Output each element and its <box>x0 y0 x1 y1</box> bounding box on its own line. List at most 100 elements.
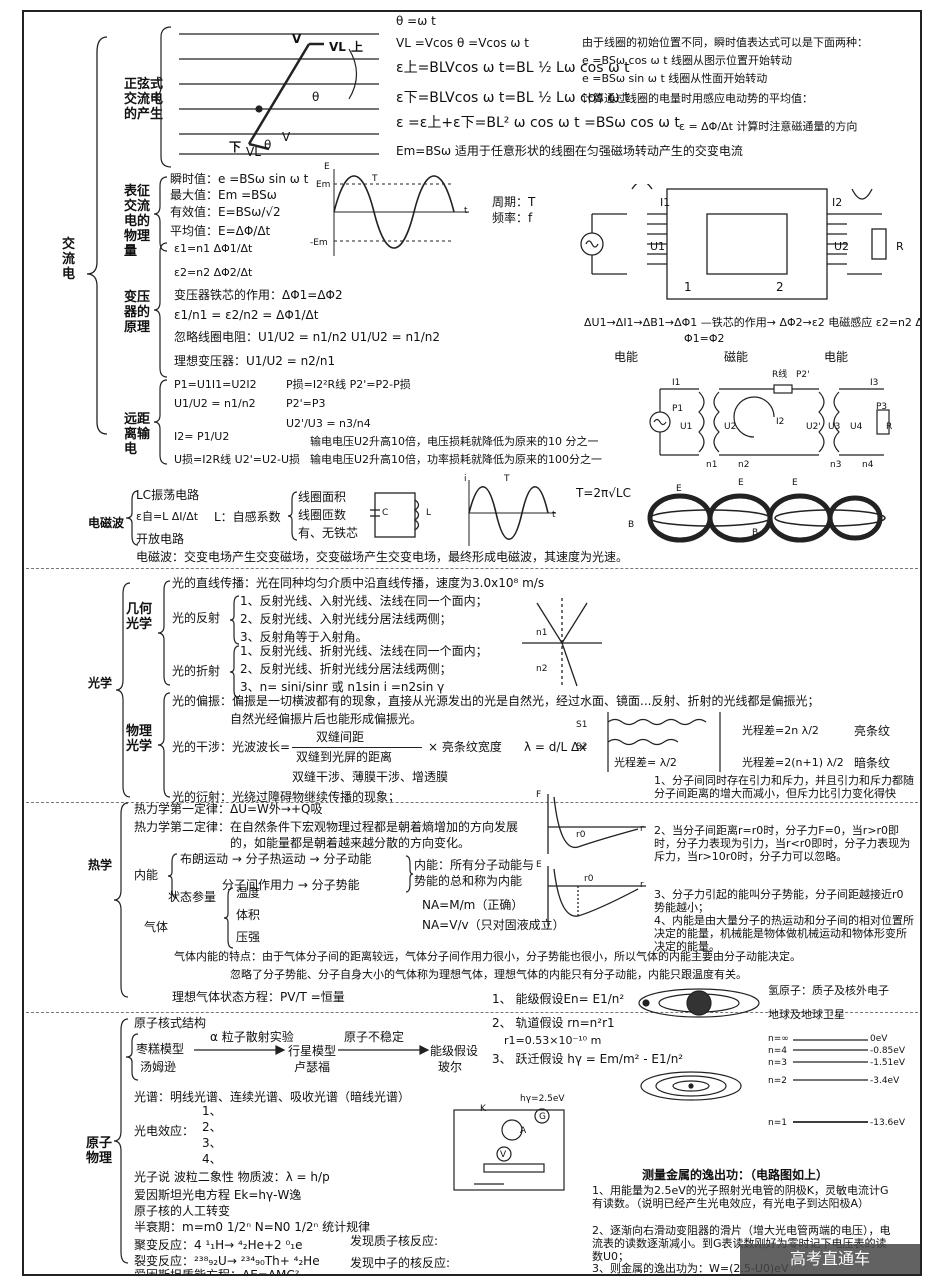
level-e-1: -13.6eV <box>870 1118 905 1128</box>
phy-brace <box>157 692 171 798</box>
measure-step-3: 3、则金属的逸出功为：W=(2.5-U0)eV <box>592 1262 789 1275</box>
tx-i2: I2 <box>776 417 785 427</box>
transformer-label: 变压器的原理 <box>124 290 151 335</box>
fission: 裂变反应：²³⁸₉₂U→ ²³⁴₉₀Th+ ⁴₂He <box>134 1254 320 1268</box>
level-n-inf: n=∞ <box>768 1034 789 1044</box>
ac-section-label: 交流电 <box>62 237 76 282</box>
tx-r: R <box>886 422 893 432</box>
ac-formula-upper: ε上=BLVcos ω t=BL ½ Lω cos ω t <box>396 60 630 76</box>
ac-quantities-label: 表征交流电的物理量 <box>124 184 151 259</box>
thomson: 汤姆逊 <box>140 1060 177 1074</box>
transformer-diagram <box>580 184 887 300</box>
param-pressure: 压强 <box>236 930 261 944</box>
brownian-chain: 布朗运动 → 分子热运动 → 分子动能 <box>180 852 372 866</box>
ac-note-1: 由于线圈的初始位置不同，瞬时值表达式可以是下面两种： <box>582 36 868 49</box>
open-circuit: 开放电路 <box>136 532 185 546</box>
ideal-transformer: 理想变压器：U1/U2 = n2/n1 <box>174 354 336 368</box>
bohr-postulate-3: 3、 跃迁假设 hγ = Em/m² - E1/n² <box>492 1052 684 1066</box>
ring-e-1: E <box>676 484 682 494</box>
rotating-coil-diagram <box>179 33 379 155</box>
tx-u2: U2 <box>724 422 737 432</box>
coil-1: 1 <box>684 280 692 294</box>
factor-core: 有、无铁芯 <box>298 526 359 540</box>
ac-formula-theta: θ =ω t <box>396 14 436 28</box>
coil-vl-label: VL <box>329 40 346 54</box>
ring-b-2: B <box>752 528 759 538</box>
ring-e-3: E <box>792 478 798 488</box>
lc-graph-i: i <box>464 474 467 484</box>
emf1-formula: ε1=n1 ΔΦ1/Δt <box>174 242 253 255</box>
force-distance-graph <box>547 794 646 854</box>
factor-turns: 线圈匝数 <box>298 508 347 522</box>
polarization: 光的偏振：偏振是一切横波都有的现象，直接从光源发出的光是自然光，经过水面、镜面.… <box>172 694 820 708</box>
first-law: 热力学第一定律：ΔU=W外→+Q吸 <box>134 802 323 816</box>
voltage-loss-note: 输电电压U2升高10倍，电压损耗就降低为原来的10 分之一 <box>310 435 599 448</box>
sine-ac-label: 正弦式交流电的产生 <box>124 77 164 122</box>
lc-graph-period: T <box>504 474 510 484</box>
ac-note-3: e =BSω sin ω t 线圈从性面开始转动 <box>582 72 768 85</box>
transmission-label: 远距离输电 <box>124 412 151 457</box>
optics-label: 光学 <box>88 676 113 690</box>
graph-r0-2: r0 <box>584 874 594 884</box>
voltage-ratio-1: U1/U2 = n1/n2 <box>174 397 256 410</box>
optics-brace <box>115 582 131 798</box>
tx-p2: P2' <box>796 370 810 380</box>
level-n-3: n=3 <box>768 1058 787 1068</box>
level-n-2: n=2 <box>768 1076 787 1086</box>
reflection-label: 光的反射 <box>172 611 221 625</box>
inner-def-1: 内能：所有分子动能与 <box>414 858 535 872</box>
proton-discovery: 发现质子核反应: <box>350 1234 439 1248</box>
section-divider-1 <box>26 568 918 569</box>
em-field-rings <box>647 493 886 543</box>
model-arrows <box>194 1045 430 1055</box>
trans-u1: U1 <box>650 240 666 253</box>
circuit-a: A <box>520 1126 527 1136</box>
coil-theta-label: θ <box>312 90 320 104</box>
photo-item-2: 2、 <box>202 1120 222 1134</box>
medium-n2: n2 <box>536 664 548 674</box>
graph-period-label: T <box>372 174 378 184</box>
slit-s2: S2 <box>576 742 588 752</box>
ac-formula-vl: VL =Vcos θ =Vcos ω t <box>396 36 529 50</box>
graph-t-axis: t <box>464 206 468 216</box>
dark-fringe: 暗条纹 <box>854 756 891 770</box>
power-loss-eq: P损=I2²R线 P2'=P2-P损 <box>286 378 411 391</box>
graph-em-label: Em <box>316 180 331 190</box>
factor-area: 线圈面积 <box>298 490 347 504</box>
coil-v-label: V <box>292 32 302 46</box>
chain-electric-2: 电能 <box>824 350 849 364</box>
period-label: 周期：T <box>492 195 536 209</box>
coil-v2-label: V <box>282 130 291 144</box>
level-e-inf: 0eV <box>870 1034 888 1044</box>
coil-theta2-label: θ <box>264 138 272 152</box>
tx-r-line: R线 <box>772 370 788 380</box>
graph-r-axis: r <box>640 824 644 834</box>
energy-level-hypo: 能级假设 <box>430 1044 479 1058</box>
graph-f-axis: F <box>536 790 542 800</box>
lc-oscillation-graph <box>468 480 556 546</box>
param-temperature: 温度 <box>236 886 261 900</box>
emf2-formula: ε2=n2 ΔΦ2/Δt <box>174 266 253 279</box>
refr-brace <box>229 645 240 699</box>
state-brace <box>223 887 234 949</box>
polarization-2: 自然光经偏振片后也能形成偏振光。 <box>230 712 423 726</box>
nuclear-structure: 原子核式结构 <box>134 1016 207 1030</box>
atom-unstable: 原子不稳定 <box>344 1030 405 1044</box>
bohr: 玻尔 <box>438 1060 463 1074</box>
force-chain: 分子间作用力 → 分子势能 <box>222 878 360 892</box>
tx-u1: U1 <box>680 422 693 432</box>
em-wave-label: 电磁波 <box>88 516 125 530</box>
photo-item-1: 1、 <box>202 1104 222 1118</box>
atom-brace <box>113 1018 129 1264</box>
power-eq: P1=U1I1=U2I2 <box>174 378 257 391</box>
circuit-k: K <box>480 1104 486 1114</box>
level-e-4: -0.85eV <box>870 1046 905 1056</box>
tx-u3: U3 <box>828 422 841 432</box>
reflection-rule-3: 3、反射角等于入射角。 <box>240 630 368 644</box>
photo-item-4: 4、 <box>202 1152 222 1166</box>
chain-electric-1: 电能 <box>614 350 639 364</box>
atomic-label: 原子物理 <box>86 1136 113 1166</box>
level-e-2: -3.4eV <box>870 1076 900 1086</box>
molecular-note-2: 2、当分子间距离r=r0时，分子力F=0，当r>r0即时，分子力表现为引力，当r… <box>654 824 911 863</box>
ideal-gas-equation: 理想气体状态方程：PV/T =恒量 <box>172 990 345 1004</box>
